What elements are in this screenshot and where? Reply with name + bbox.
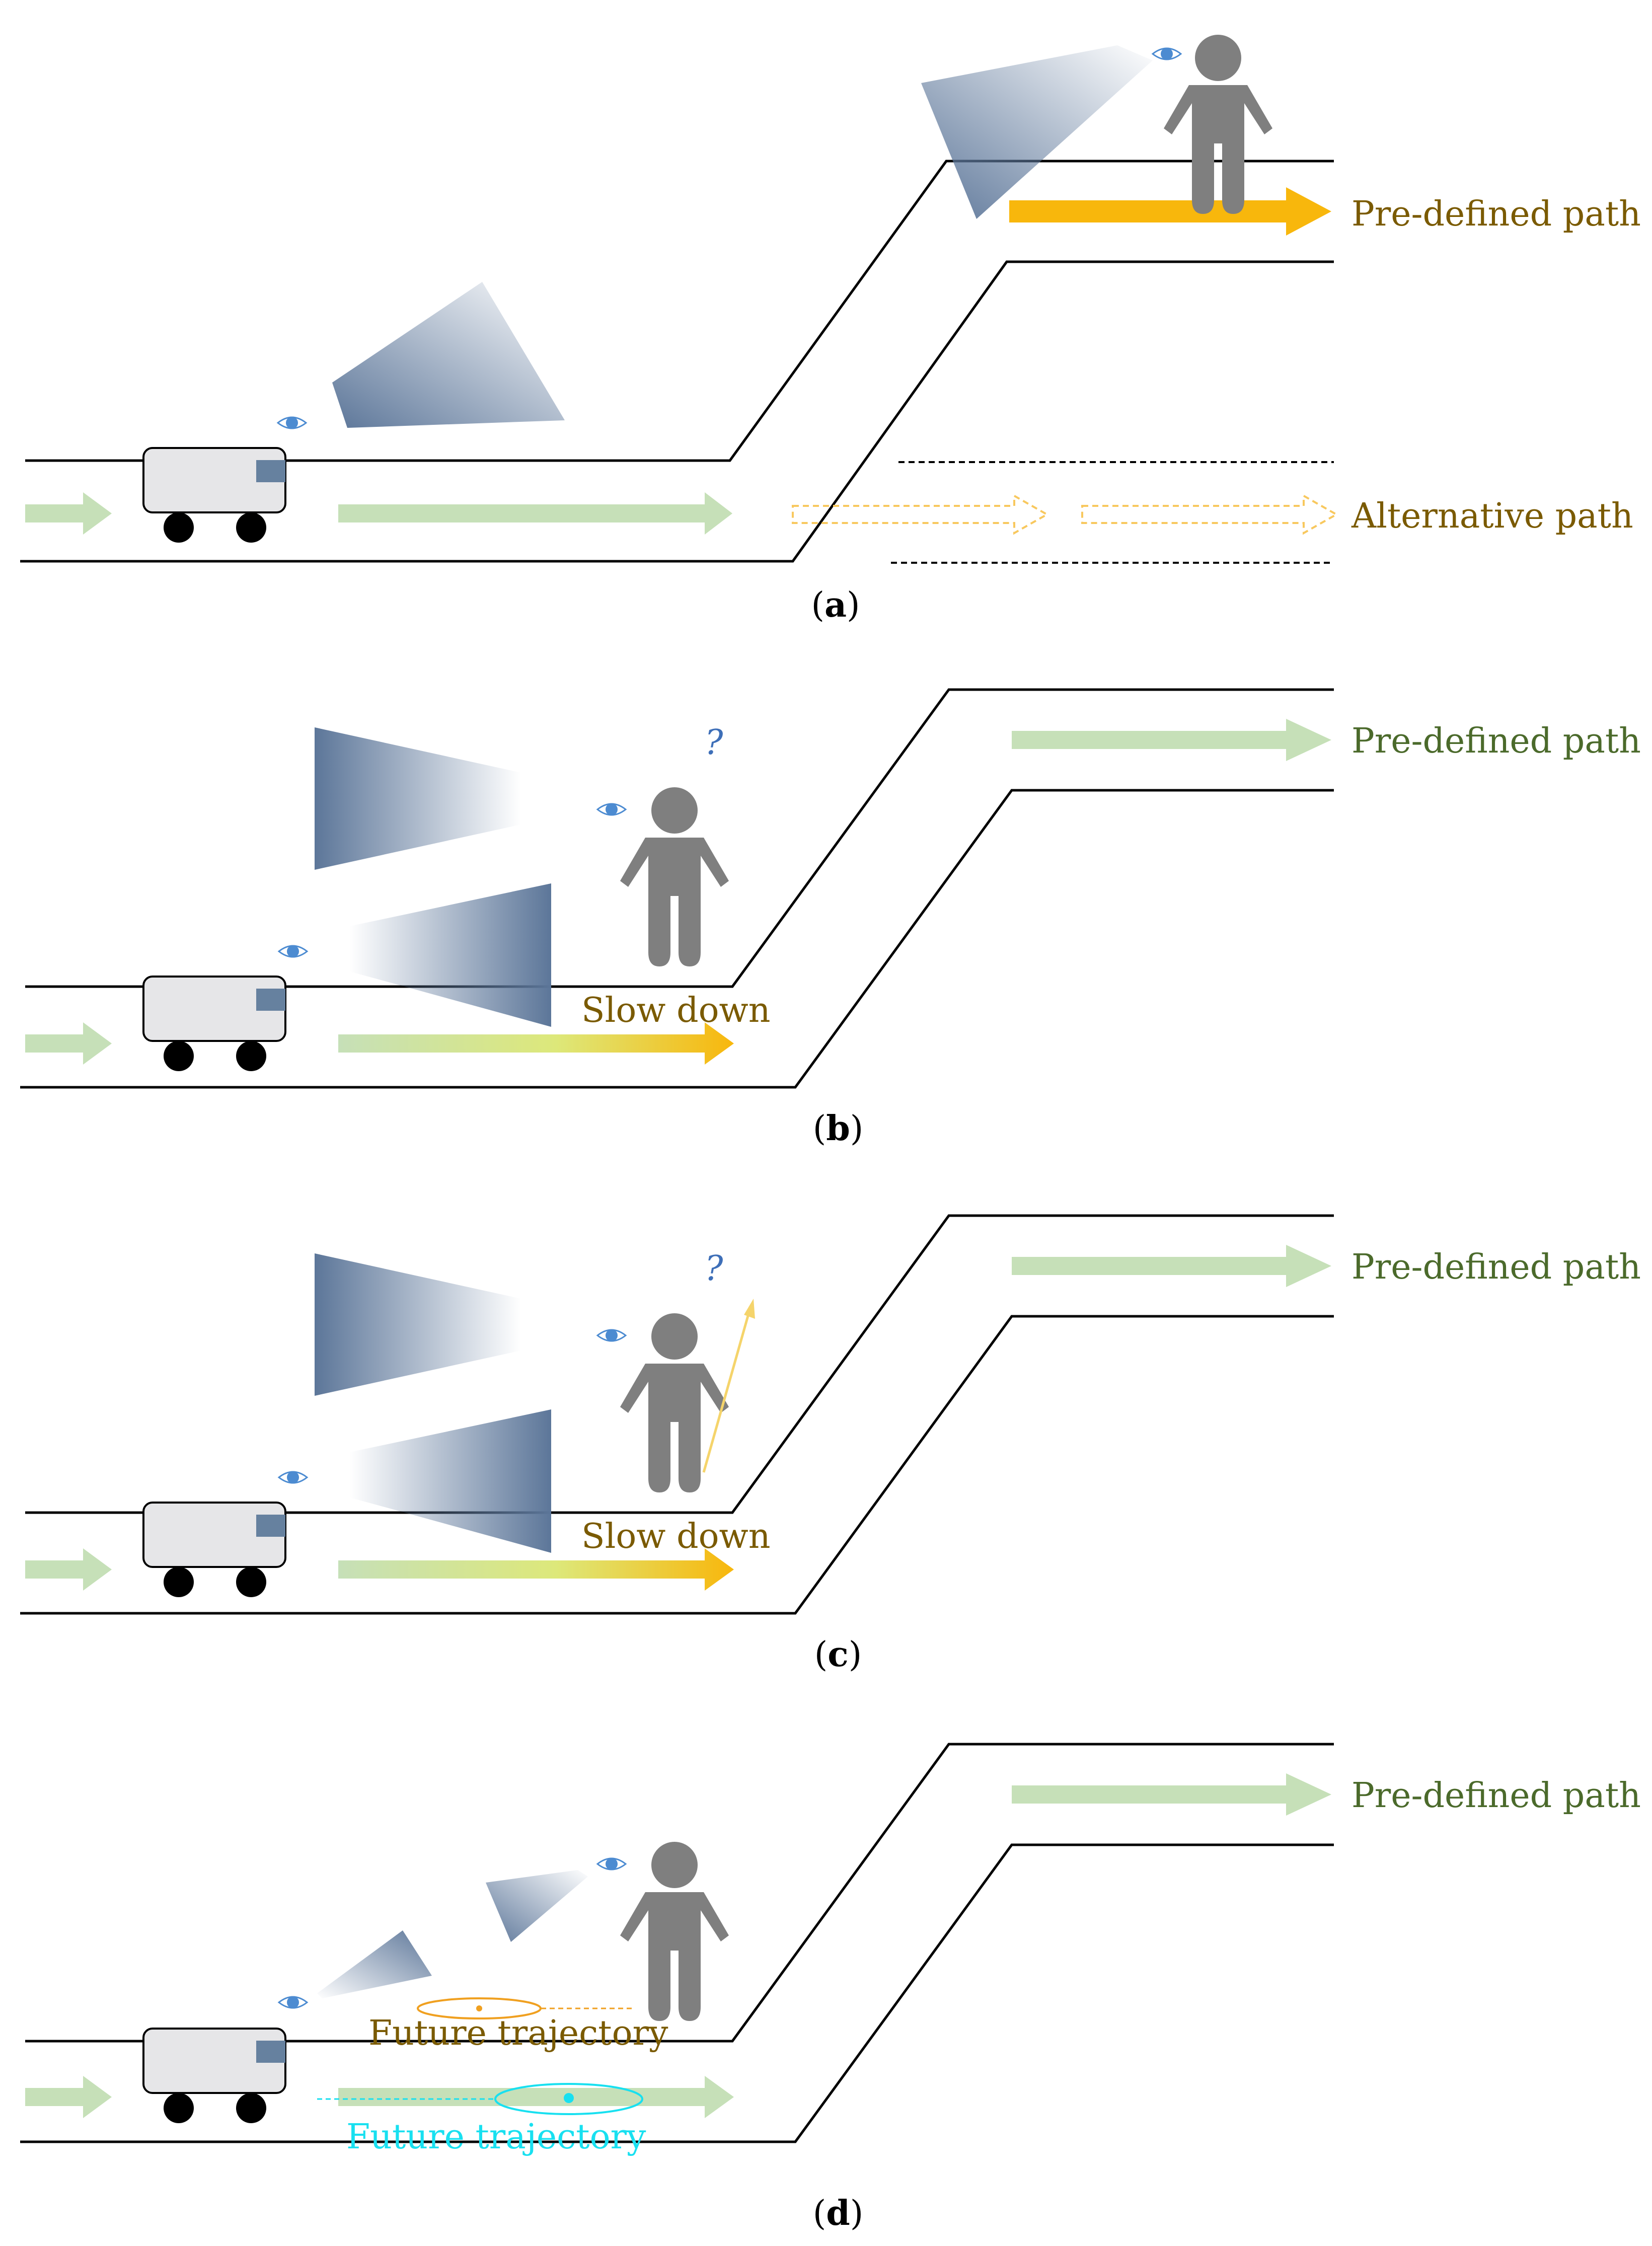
alternative-path-arrow-1 [792,494,1049,535]
panel-b: ? Slow down Pre-defined path (b) [20,688,1641,1149]
slow-down-arrow [338,1548,734,1591]
caption-c: (c) [814,1634,862,1675]
road-bottom-line [20,1843,1334,2143]
road-top-line [25,1214,1334,1514]
robot-sensing-cone [317,1930,432,1998]
panel-a: Pre-defined path Alternative path (a) [20,35,1641,625]
predefined-path-green-arrow [1012,719,1331,761]
green-path-arrow [338,492,732,535]
robot [142,2028,286,2124]
person-future-trajectory-label: Future trajectory [368,2013,668,2053]
slow-down-label: Slow down [581,991,771,1030]
person-eye-icon [596,802,627,816]
robot-sensing-cone [332,282,565,428]
robot-sensing-cone [350,1409,551,1553]
intention-arrow-line [702,1308,752,1473]
green-entry-arrow [25,1548,112,1591]
predefined-path-label: Pre-defined path [1351,1247,1641,1287]
robot-sensing-cone [350,883,551,1027]
road-bottom-line [20,789,1334,1089]
green-path-arrow [338,2076,734,2118]
person-sensing-cone [921,45,1153,219]
person-sensing-cone [486,1870,588,1942]
predefined-path-label: Pre-defined path [1351,1776,1641,1816]
robot-eye-icon [278,1995,308,2009]
caption-a: (a) [811,585,860,625]
person-eye-icon [1152,47,1182,61]
robot-eye-icon [277,416,307,430]
road-bottom-line [20,260,1334,563]
predefined-path-orange-arrow [1009,187,1331,236]
slow-down-arrow [338,1022,734,1065]
person-eye-icon [596,1857,627,1871]
person-future-trajectory-point [476,2005,482,2011]
robot-future-trajectory-label: Future trajectory [346,2117,646,2157]
person-future-trajectory-ellipse [417,1997,542,2019]
green-entry-arrow [25,492,112,535]
person [1164,35,1272,214]
road-top-line [25,160,1334,462]
caption-d: (d) [813,2193,864,2233]
green-entry-arrow [25,1022,112,1065]
road-top-line [25,688,1334,988]
person [620,1313,729,1492]
robot-eye-icon [278,944,308,958]
person [620,787,729,966]
alternative-path-label: Alternative path [1351,496,1633,536]
predefined-path-label: Pre-defined path [1351,721,1641,761]
robot-eye-icon [278,1470,308,1484]
question-mark: ? [705,1249,723,1289]
robot [142,447,286,544]
person-sensing-cone [315,1253,521,1396]
road-top-line [25,1743,1334,2043]
alternative-path-arrow-2 [1081,494,1339,535]
caption-b: (b) [813,1108,864,1149]
predefined-path-green-arrow [1012,1245,1331,1287]
predefined-path-green-arrow [1012,1773,1331,1816]
person-sensing-cone [315,727,521,870]
robot-future-trajectory-point [564,2093,574,2103]
robot [142,976,286,1072]
intention-arrowhead [744,1299,755,1319]
robot [142,1502,286,1598]
robot-future-trajectory-ellipse [494,2083,643,2115]
panel-c: ? Slow down Pre-defined path (c) [20,1214,1641,1675]
person [620,1842,729,2021]
slow-down-label: Slow down [581,1517,771,1556]
green-entry-arrow [25,2076,112,2118]
panel-d: Future trajectory Future trajectory Pre-… [20,1743,1641,2233]
road-bottom-line [20,1315,1334,1615]
question-mark: ? [705,723,723,763]
person-eye-icon [596,1328,627,1342]
predefined-path-label: Pre-defined path [1351,194,1641,234]
